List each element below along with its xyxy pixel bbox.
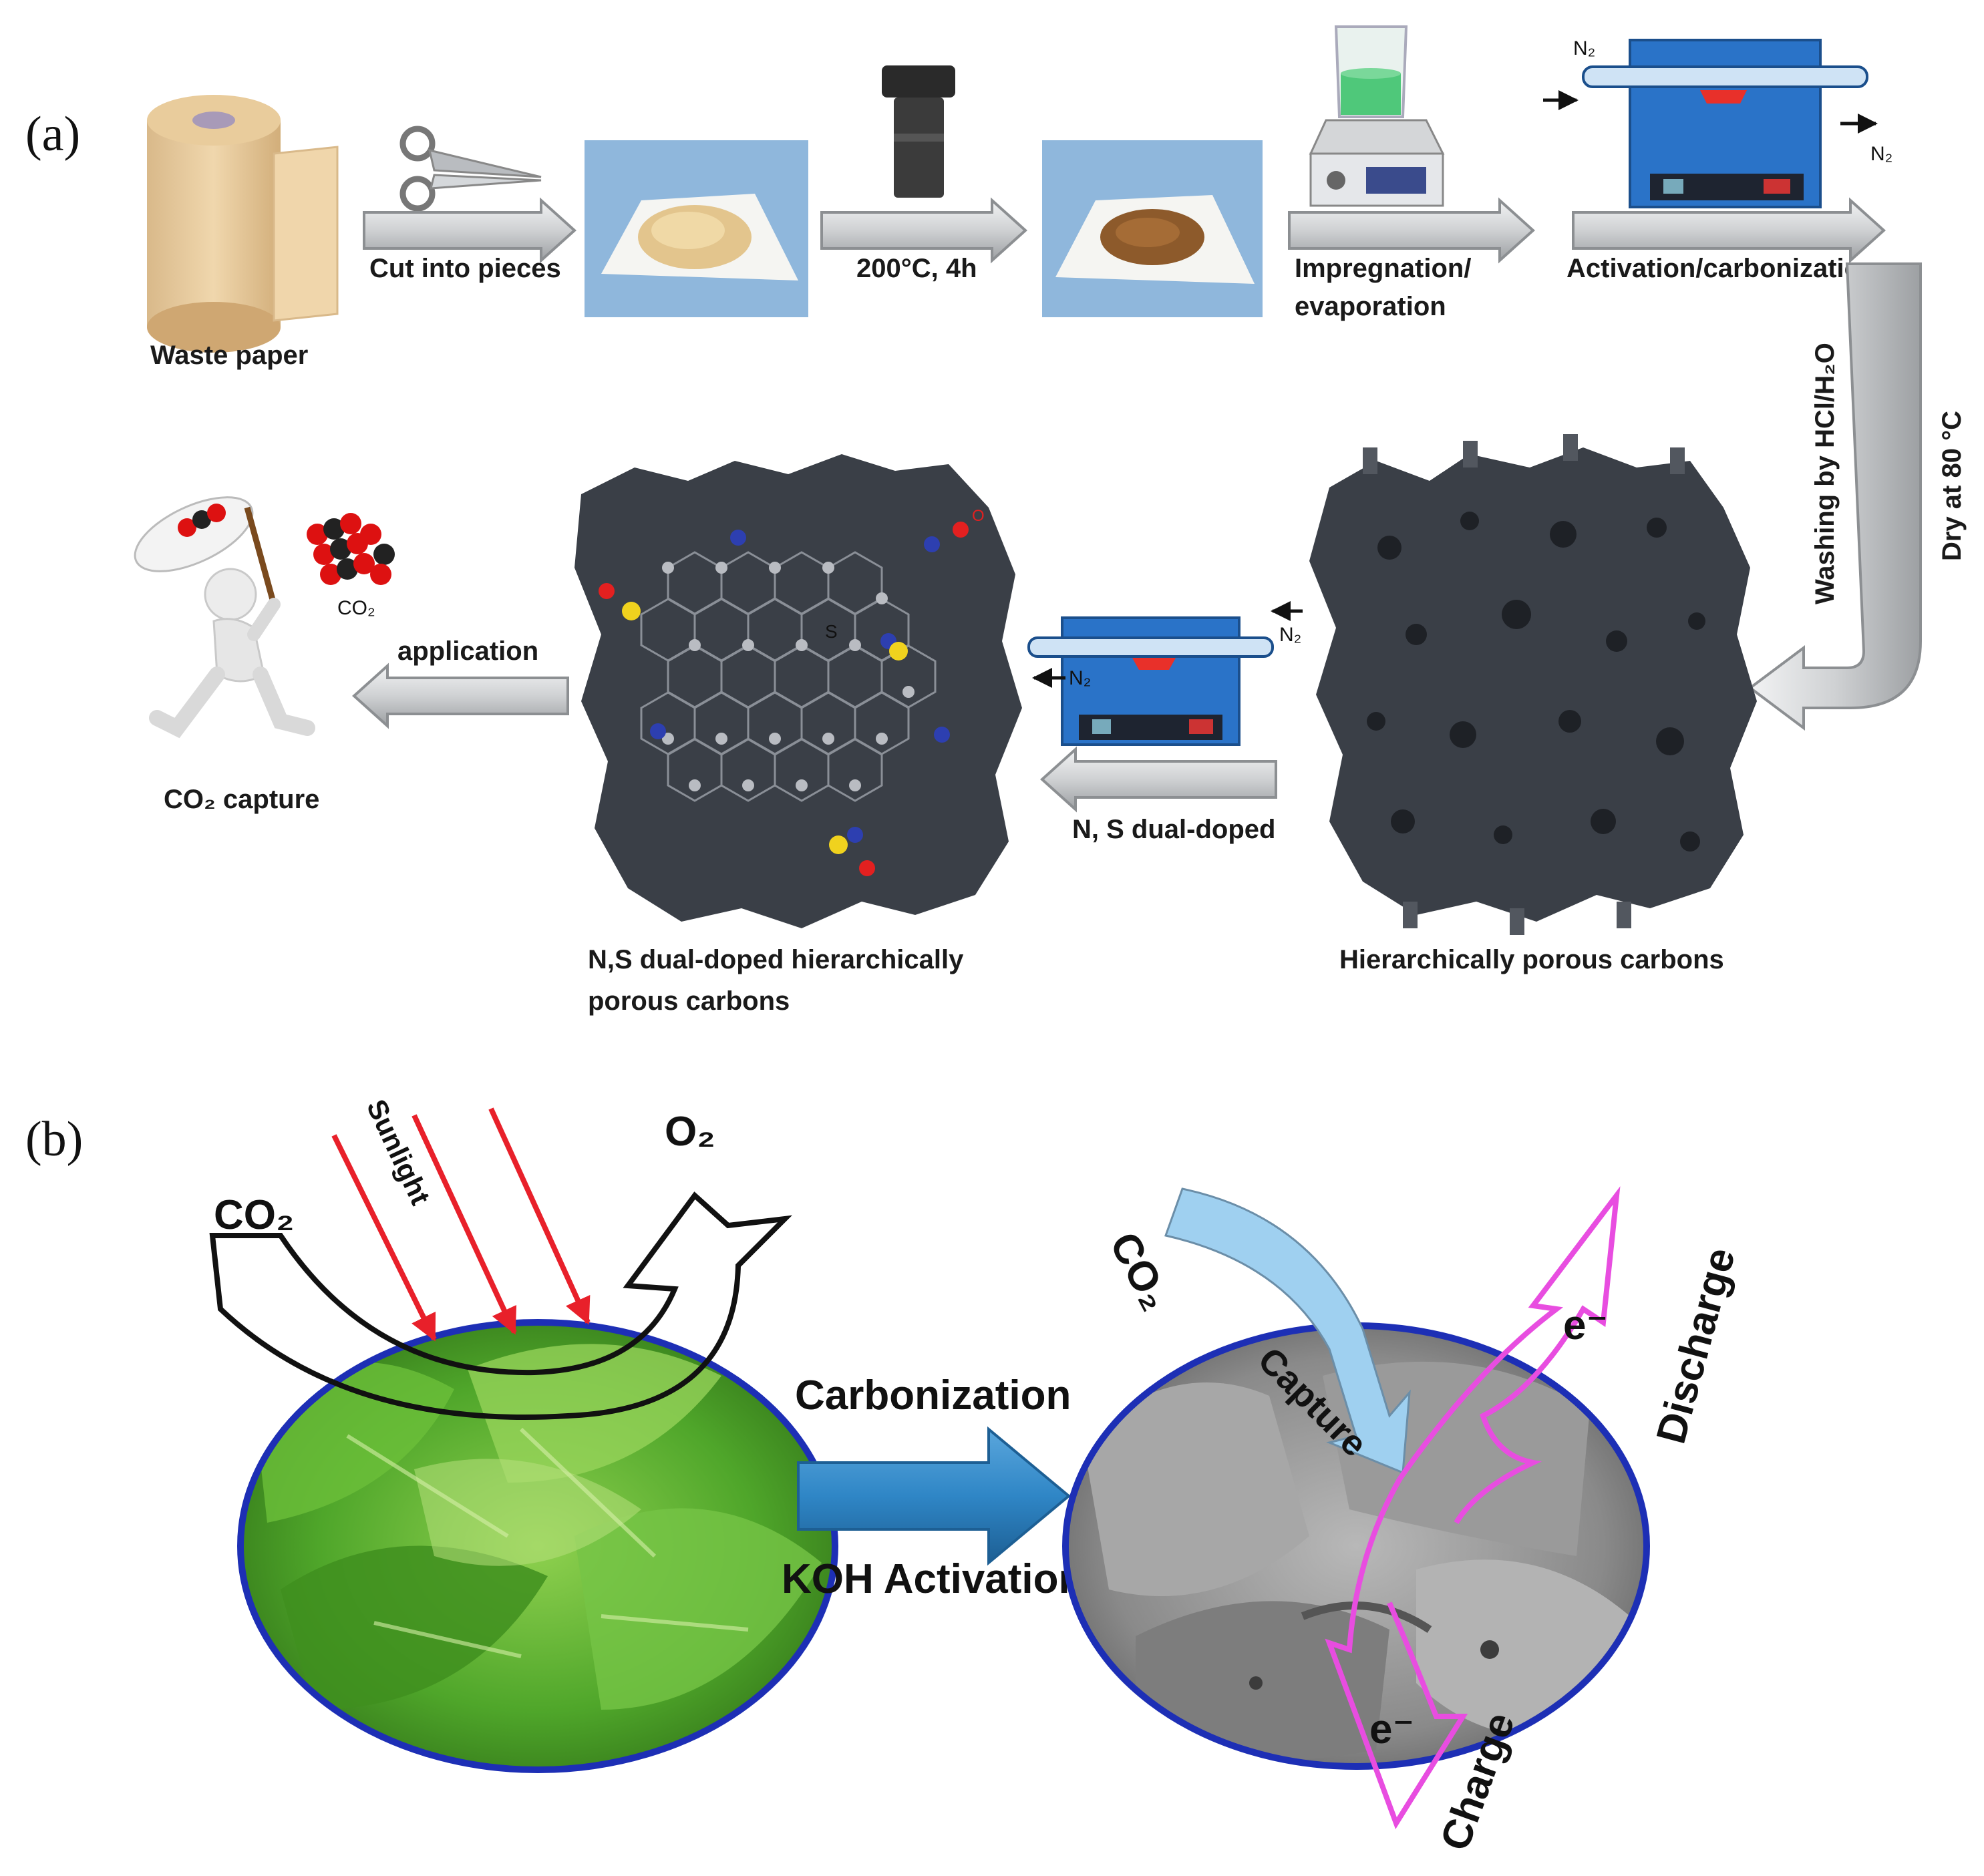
cut-label: Cut into pieces [369,254,561,283]
autoclave-icon [882,65,955,198]
discharge-label: Discharge [1648,1243,1744,1448]
arrow-carbonization [797,1426,1071,1566]
hotplate-stirrer-icon [1309,25,1445,207]
ns-doped-label-2: porous carbons [588,986,790,1016]
shredded-paper-photo [585,140,808,317]
application-label: application [397,636,538,666]
arrow-heat [820,197,1027,264]
n2-out-label: N₂ [1870,143,1892,165]
brown-powder-photo [1042,140,1263,317]
waste-paper-roll-icon [147,95,339,353]
doping-label: N, S dual-doped [1072,815,1275,844]
panel-b-label: (b) [25,1112,83,1167]
arrow-cut [363,197,576,264]
n2-doping-out-label: N₂ [1069,667,1091,689]
n2-in-label: N₂ [1573,37,1595,59]
dry-label: Dry at 80 °C [1937,411,1967,561]
n2-doping-in-label: N₂ [1279,624,1301,646]
impregnation-label-2: evaporation [1295,292,1446,321]
tube-furnace-icon [1543,39,1878,208]
hpc-label: Hierarchically porous carbons [1339,945,1724,974]
porous-carbon-structure [1309,434,1757,935]
arrow-application [352,663,569,729]
sem-carbon-ellipse [1062,1322,1650,1770]
sunlight-rays [331,1107,591,1342]
carbonization-label: Carbonization [795,1372,1071,1419]
activation-label: Activation/carbonization [1566,254,1877,283]
co2-capture-arrow [1164,1187,1411,1475]
o-atom-label: O [972,507,985,525]
o2-out-label: O₂ [665,1109,715,1155]
arrow-washing-dry [1748,262,1922,731]
arrow-activation [1572,197,1886,264]
co2-o2-exchange-arrow [209,1191,792,1420]
koh-activation-label: KOH Activation [782,1556,1084,1602]
waste-paper-label: Waste paper [150,341,308,370]
co2-molecule-cluster-icon [307,513,395,585]
tube-furnace-doping-icon [1027,601,1303,746]
ns-doped-carbon-structure [574,454,1022,928]
leaf-photo-ellipse [237,1319,838,1773]
electron-top-label: e⁻ [1563,1302,1608,1348]
discharge-arrow [1397,1186,1621,1525]
co2-capture-figure-icon [134,496,315,739]
arrow-impregnation [1288,197,1535,264]
charge-arrow [1325,1478,1468,1830]
electron-bottom-label: e⁻ [1369,1706,1414,1752]
panel-a-label: (a) [25,107,80,162]
ns-doped-label-1: N,S dual-doped hierarchically [588,945,964,974]
co2-capture-label: CO₂ capture [164,785,319,814]
co2-molecule-label: CO₂ [337,597,375,619]
sunlight-label: Sunlight [361,1095,437,1209]
s-atom-label: S [825,621,838,642]
co2-right-label: CO₂ [1101,1225,1180,1318]
co2-in-label: CO₂ [214,1192,295,1238]
scissors-icon [399,126,542,212]
impregnation-label-1: Impregnation/ [1295,254,1471,283]
washing-label: Washing by HCl/H₂O [1810,343,1840,604]
heat-label: 200°C, 4h [856,254,977,283]
arrow-doping [1040,746,1277,813]
